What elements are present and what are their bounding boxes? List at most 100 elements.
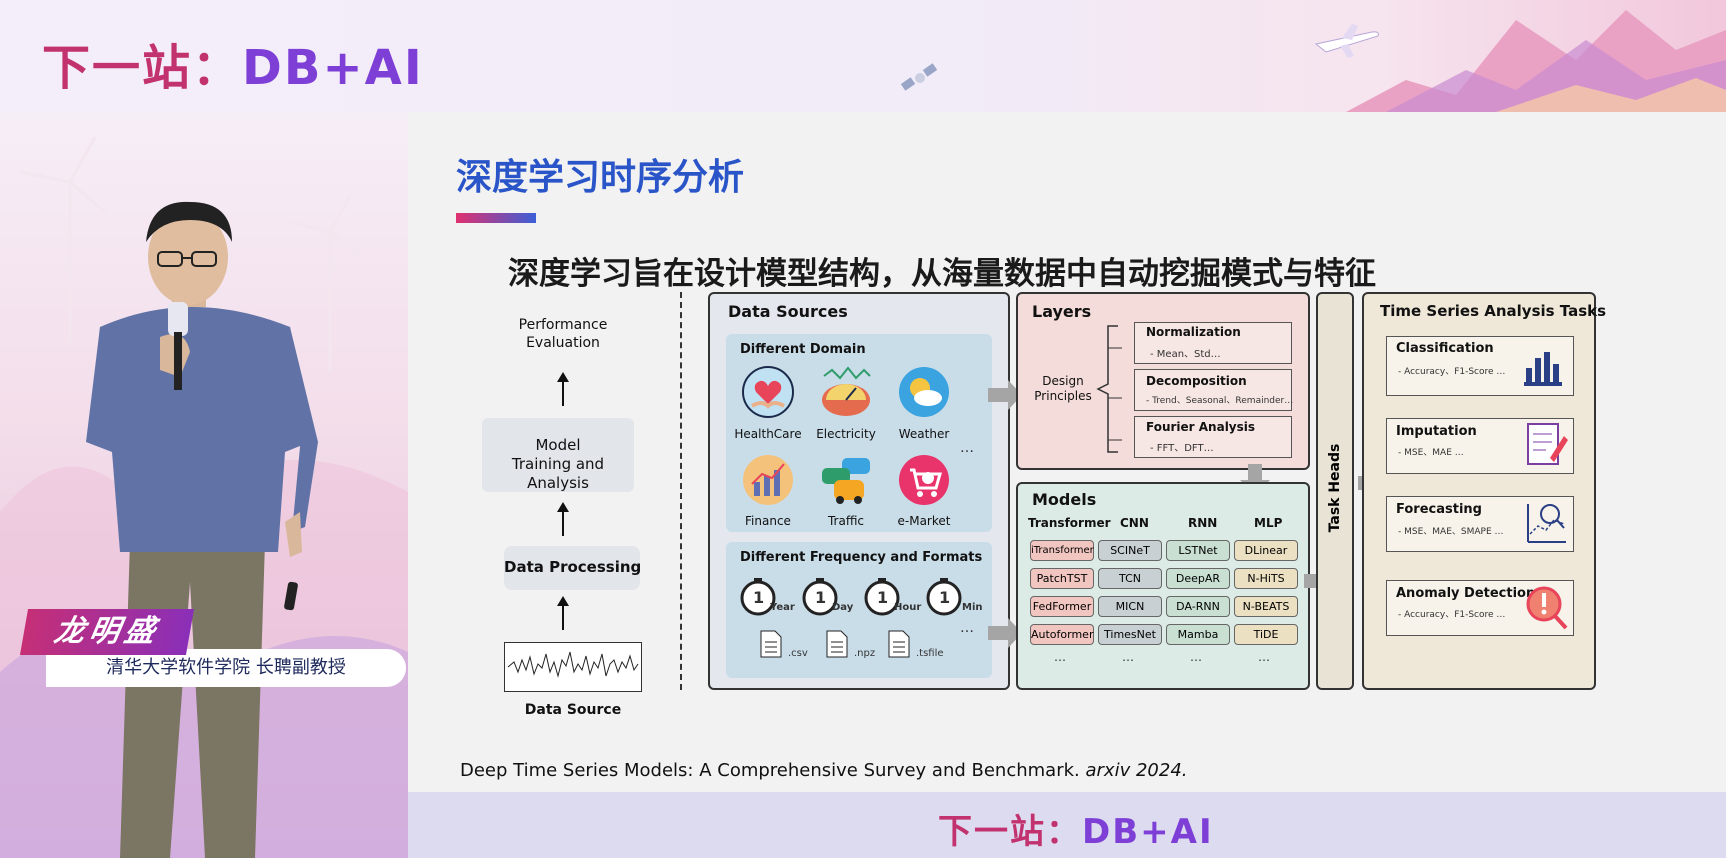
task-desc-imputation: - MSE、MAE … — [1398, 448, 1464, 458]
bottom-brand-logo: 下一站：DB+AI — [938, 804, 1214, 853]
slide-subtitle: 深度学习旨在设计模型结构，从海量数据中自动挖掘模式与特征 — [508, 256, 1376, 292]
data-processing-label: Data Processing — [504, 558, 642, 576]
domain-label-traffic: Traffic — [827, 514, 865, 528]
freq-num: 1 — [753, 588, 765, 607]
models-header: Models — [1032, 490, 1097, 509]
brand-logo: 下一站：DB+AI — [42, 28, 424, 98]
speaker-name: 龙明盛 — [19, 609, 195, 655]
brand-text-en: DB+AI — [242, 40, 424, 96]
model-deepar: DeepAR — [1166, 568, 1230, 589]
diagram: Performance Evaluation Model Training an… — [408, 112, 1726, 792]
freq-label-day: Day — [832, 602, 854, 613]
tasks-header: Time Series Analysis Tasks — [1380, 302, 1607, 320]
task-desc-anomaly-detection: - Accuracy、F1-Score … — [1398, 610, 1506, 620]
model-training-label: Model Training and Analysis — [511, 436, 605, 492]
domain-more: … — [960, 440, 974, 456]
model-n-beats: N-BEATS — [1234, 596, 1298, 617]
model-lstnet: LSTNet — [1166, 540, 1230, 561]
model-scinet: SCINeT — [1098, 540, 1162, 561]
bracket-decoration — [1096, 325, 1122, 453]
domain-label-weather: Weather — [898, 427, 950, 441]
top-banner: 下一站：DB+AI — [0, 0, 1726, 112]
title-underline — [456, 213, 536, 223]
airplane-icon — [1314, 24, 1379, 58]
electricity-icon — [822, 366, 871, 416]
model-col-transformer: Transformer — [1028, 516, 1111, 530]
model-autoformer: Autoformer — [1030, 624, 1094, 645]
file-icon — [826, 630, 848, 658]
layer-desc-decomposition: - Trend、Seasonal、Remainder… — [1146, 396, 1294, 406]
domain-label-finance: Finance — [745, 514, 791, 528]
layers-header: Layers — [1032, 302, 1092, 321]
slide-title: 深度学习时序分析 — [456, 157, 745, 198]
weather-icon — [899, 367, 949, 417]
layer-item-normalization — [1134, 322, 1292, 364]
data-source-label: Data Source — [524, 702, 622, 718]
layer-item-fourier — [1134, 416, 1292, 458]
healthcare-icon — [742, 366, 794, 418]
bottom-brand-text-cn: 下一站： — [938, 812, 1082, 852]
format-csv: .csv — [788, 648, 808, 659]
search-chart-icon — [1527, 504, 1566, 543]
freq-num: 1 — [815, 588, 827, 607]
layer-desc-fourier: - FFT、DFT… — [1150, 443, 1214, 454]
domain-label-e-market: e-Market — [897, 514, 951, 528]
layer-name-normalization: Normalization — [1146, 325, 1241, 339]
model-patchtst: PatchTST — [1030, 568, 1094, 589]
model-micn: MICN — [1098, 596, 1162, 617]
performance-evaluation-label: Performance Evaluation — [518, 317, 608, 351]
brand-text-cn: 下一站： — [42, 40, 243, 96]
task-heads-panel — [1316, 292, 1354, 690]
arrow-right-icon — [988, 380, 1022, 410]
alert-magnifier-icon — [1526, 586, 1568, 630]
model-col-mlp: MLP — [1254, 516, 1283, 530]
data-sources-header: Data Sources — [728, 302, 848, 321]
model-col-cnn: CNN — [1120, 516, 1149, 530]
speaker-video: 清华大学软件学院 长聘副教授 龙明盛 — [0, 112, 408, 858]
bottom-brand-text-en: DB+AI — [1082, 812, 1214, 852]
stopwatch-icon — [926, 578, 962, 616]
dashed-divider — [680, 292, 682, 690]
citation-text: Deep Time Series Models: A Comprehensive… — [460, 760, 1080, 781]
task-heads-label: Task Heads — [1327, 443, 1343, 533]
wind-turbine-decoration — [19, 136, 361, 372]
stopwatch-icon — [864, 578, 900, 616]
time-series-waveform-icon — [504, 642, 642, 692]
freq-label-year: Year — [770, 602, 795, 613]
task-name-anomaly-detection: Anomaly Detection — [1396, 586, 1536, 601]
task-name-imputation: Imputation — [1396, 424, 1477, 439]
models-more: … — [1258, 650, 1270, 664]
satellite-icon — [900, 63, 938, 91]
freq-label-min: Min — [962, 602, 983, 613]
task-name-classification: Classification — [1396, 341, 1494, 356]
frequency-formats-header: Different Frequency and Formats — [740, 550, 983, 565]
layer-item-decomposition — [1134, 369, 1292, 411]
citation-venue: arxiv 2024. — [1085, 760, 1188, 781]
speaker-scene — [0, 136, 408, 858]
model-da-rnn: DA-RNN — [1166, 596, 1230, 617]
stopwatch-icon — [802, 578, 838, 616]
different-domain-header: Different Domain — [740, 342, 866, 357]
file-icon — [760, 630, 782, 658]
model-training-box — [482, 418, 634, 492]
model-fedformer: FedFormer — [1030, 596, 1094, 617]
format-npz: .npz — [854, 648, 876, 659]
models-more: … — [1190, 650, 1202, 664]
finance-icon — [743, 455, 793, 505]
arrow-up-icon — [557, 502, 569, 536]
format-tsfile: .tsfile — [916, 648, 944, 659]
traffic-icon — [822, 458, 870, 504]
bottom-banner: 下一站：DB+AI — [408, 792, 1726, 858]
arrow-up-icon — [557, 596, 569, 630]
e-market-icon — [899, 455, 949, 505]
task-desc-forecasting: - MSE、MAE、SMAPE … — [1398, 527, 1504, 537]
models-more: … — [1122, 650, 1134, 664]
model-itransformer: iTransformer — [1030, 540, 1094, 561]
model-tide: TiDE — [1234, 624, 1298, 645]
formats-more: … — [960, 620, 974, 636]
model-col-rnn: RNN — [1188, 516, 1218, 530]
domain-label-healthcare: HealthCare — [734, 427, 802, 441]
domain-label-electricity: Electricity — [816, 427, 876, 441]
layer-desc-normalization: - Mean、Std… — [1150, 349, 1221, 360]
arrow-up-icon — [557, 372, 569, 406]
